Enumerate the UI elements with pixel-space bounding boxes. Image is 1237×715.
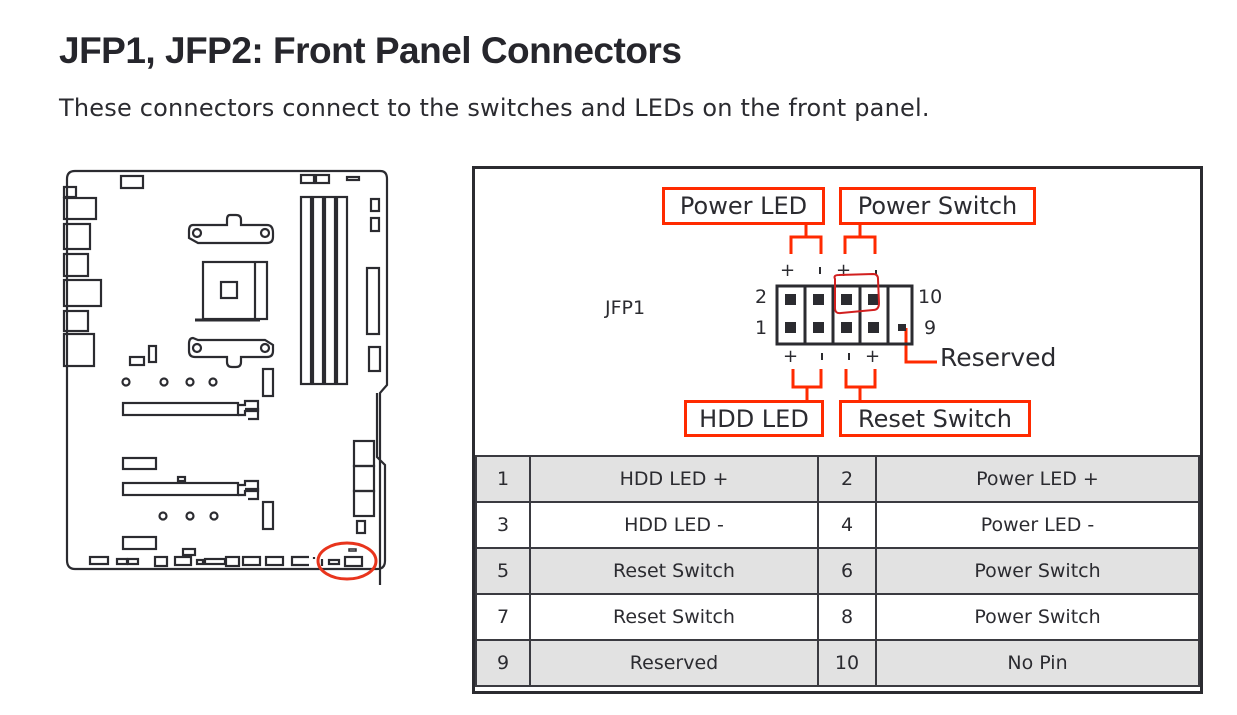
pin-number-cell: 1 bbox=[475, 455, 531, 503]
jfp1-header-body bbox=[775, 284, 914, 346]
polarity-plus: + bbox=[865, 346, 880, 367]
dimm-slot bbox=[335, 195, 349, 386]
pin-description-cell: Power LED + bbox=[875, 455, 1200, 503]
polarity-minus bbox=[819, 267, 821, 274]
table-row: 1 HDD LED + 2 Power LED + bbox=[475, 455, 1200, 503]
cpu-socket bbox=[201, 260, 269, 321]
motherboard-illustration bbox=[62, 169, 389, 585]
dimm-slot bbox=[299, 195, 313, 386]
power-switch-label: Power Switch bbox=[839, 187, 1036, 225]
rear-io-port bbox=[62, 309, 90, 333]
pin-6 bbox=[841, 294, 852, 305]
pin-number-cell: 5 bbox=[475, 547, 531, 595]
rear-io-port bbox=[62, 196, 98, 221]
pin-header-graphic: + + + + bbox=[775, 225, 937, 400]
pin-number-2: 2 bbox=[755, 286, 768, 308]
reserved-leader-line bbox=[904, 328, 937, 364]
power-switch-bracket bbox=[843, 225, 877, 254]
pin-description-cell: Power LED - bbox=[875, 501, 1200, 549]
pin-description-cell: HDD LED + bbox=[529, 455, 819, 503]
pin-7 bbox=[868, 322, 879, 333]
pin-description-cell: Reserved bbox=[529, 639, 819, 687]
polarity-plus: + bbox=[836, 260, 851, 281]
pin-4 bbox=[813, 294, 824, 305]
table-row: 7 Reset Switch 8 Power Switch bbox=[475, 593, 1200, 641]
pin-2 bbox=[785, 294, 796, 305]
pin-definition-table: 1 HDD LED + 2 Power LED + 3 HDD LED - 4 … bbox=[475, 455, 1200, 687]
pin-number-cell: 7 bbox=[475, 593, 531, 641]
pin-number-cell: 6 bbox=[817, 547, 877, 595]
jfp2-header bbox=[327, 558, 341, 566]
jfp1-header bbox=[343, 555, 364, 568]
pin-description-cell: Power Switch bbox=[875, 593, 1200, 641]
connector-name: JFP1 bbox=[605, 297, 646, 319]
pin-description-cell: No Pin bbox=[875, 639, 1200, 687]
dimm-slot bbox=[323, 195, 337, 386]
pin-3 bbox=[813, 322, 824, 333]
reserved-label: Reserved bbox=[940, 343, 1057, 372]
atx-power-connector bbox=[365, 266, 381, 336]
pin-description-cell: Reset Switch bbox=[529, 593, 819, 641]
power-led-bracket bbox=[789, 225, 823, 254]
pin-number-cell: 3 bbox=[475, 501, 531, 549]
pin-number-cell: 2 bbox=[817, 455, 877, 503]
power-led-label: Power LED bbox=[662, 187, 825, 225]
rear-io-port bbox=[62, 252, 90, 278]
pcie-slot bbox=[121, 481, 240, 497]
cpu-bracket-top bbox=[187, 213, 275, 245]
board-outline bbox=[65, 169, 389, 585]
pin-9 bbox=[898, 324, 906, 331]
table-row: 5 Reset Switch 6 Power Switch bbox=[475, 547, 1200, 595]
table-row: 9 Reserved 10 No Pin bbox=[475, 639, 1200, 687]
rear-io-port bbox=[62, 278, 103, 308]
pin-number-1: 1 bbox=[755, 317, 768, 339]
pin-1 bbox=[785, 322, 796, 333]
polarity-plus: + bbox=[780, 260, 795, 281]
pin-number-cell: 8 bbox=[817, 593, 877, 641]
reset-switch-label: Reset Switch bbox=[839, 400, 1031, 437]
pin-number-10: 10 bbox=[918, 286, 943, 308]
rear-io-port bbox=[62, 185, 78, 199]
rear-io-port bbox=[62, 332, 96, 368]
polarity-minus bbox=[821, 353, 823, 360]
pin-number-9: 9 bbox=[924, 317, 937, 339]
pin-number-cell: 10 bbox=[817, 639, 877, 687]
dimm-slot bbox=[311, 195, 325, 386]
cpu-bracket-bottom bbox=[187, 336, 275, 369]
pin-number-cell: 9 bbox=[475, 639, 531, 687]
pin-description-cell: Power Switch bbox=[875, 547, 1200, 595]
polarity-plus: + bbox=[783, 346, 798, 367]
table-row: 3 HDD LED - 4 Power LED - bbox=[475, 501, 1200, 549]
reset-switch-bracket bbox=[844, 369, 877, 400]
pinout-panel: Power LED Power Switch HDD LED Reset Swi… bbox=[472, 166, 1203, 694]
polarity-minus bbox=[875, 270, 877, 274]
polarity-minus bbox=[848, 353, 850, 360]
page-title: JFP1, JFP2: Front Panel Connectors bbox=[59, 30, 682, 71]
pcie-slot bbox=[121, 401, 240, 417]
hdd-led-label: HDD LED bbox=[684, 400, 824, 437]
jfp-location-highlight-circle bbox=[316, 541, 378, 581]
power-switch-annotation-mark bbox=[833, 272, 881, 315]
rear-io-port bbox=[62, 222, 92, 251]
jfp1-pinout-diagram: Power LED Power Switch HDD LED Reset Swi… bbox=[475, 169, 1200, 458]
pin-5 bbox=[841, 322, 852, 333]
pin-description-cell: Reset Switch bbox=[529, 547, 819, 595]
pin-description-cell: HDD LED - bbox=[529, 501, 819, 549]
pin-number-cell: 4 bbox=[817, 501, 877, 549]
pin-8 bbox=[868, 294, 879, 305]
page-subtitle: These connectors connect to the switches… bbox=[59, 94, 930, 122]
hdd-led-bracket bbox=[791, 369, 823, 400]
